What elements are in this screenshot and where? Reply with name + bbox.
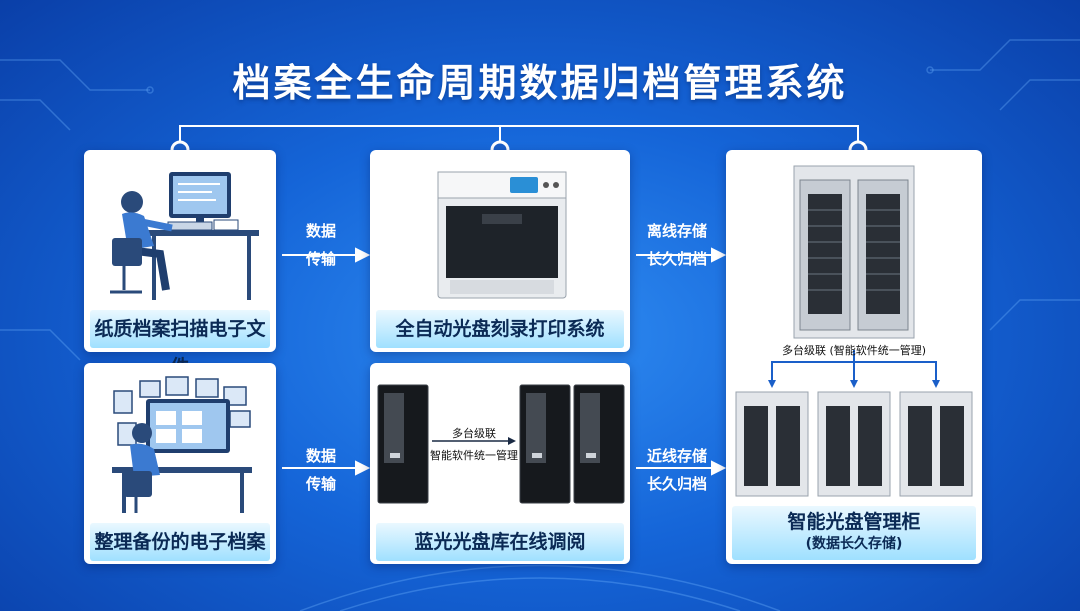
flow-text: 数据 <box>305 447 336 465</box>
flow-text: 近线存储 <box>646 447 707 465</box>
flow-text: 离线存储 <box>646 222 707 240</box>
cabinet-subtitle: (数据长久存储) <box>805 536 903 552</box>
unified-management-label: 智能软件统一管理 <box>430 449 518 462</box>
panel-caption: 纸质档案扫描电子文件 <box>90 310 270 378</box>
flow-label-data2: 数据 传输 <box>288 443 354 497</box>
office-worker-illustration <box>110 172 259 300</box>
panel-bluray: 多台级联 智能软件统一管理 蓝光光盘库在线调阅 <box>370 363 630 564</box>
disc-burner-printer-icon <box>437 171 567 299</box>
panel-caption: 蓝光光盘库在线调阅 <box>376 523 624 561</box>
flow-text: 长久归档 <box>646 250 707 268</box>
file-organizer-illustration <box>112 376 252 513</box>
panel-caption: 全自动光盘刻录打印系统 <box>376 310 624 348</box>
cascade-management-label: 多台级联 (智能软件统一管理) <box>781 344 927 357</box>
panel-backup: 整理备份的电子档案 <box>84 363 276 564</box>
panel-caption: 智能光盘管理柜 (数据长久存储) <box>732 506 976 560</box>
flow-label-nearline: 近线存储 长久归档 <box>632 443 722 497</box>
flow-text: 传输 <box>305 475 336 493</box>
panel-scan: 纸质档案扫描电子文件 <box>84 150 276 378</box>
smart-cabinet-illustration <box>735 165 973 497</box>
flow-label-data1: 数据 传输 <box>288 218 354 272</box>
bluray-library-icon <box>377 384 625 504</box>
panel-cabinet: 多台级联 (智能软件统一管理) 智能光盘管理柜 (数据长久存储) <box>726 150 982 564</box>
flow-text: 长久归档 <box>646 475 707 493</box>
panel-burner: 全自动光盘刻录打印系统 <box>370 150 630 352</box>
flow-label-offline: 离线存储 长久归档 <box>632 218 722 272</box>
top-bus-line <box>179 125 859 150</box>
panel-caption: 整理备份的电子档案 <box>90 523 270 561</box>
flow-text: 数据 <box>305 222 336 240</box>
page-title: 档案全生命周期数据归档管理系统 <box>232 61 848 105</box>
flow-text: 传输 <box>305 250 336 268</box>
cascade-label: 多台级联 <box>452 427 496 440</box>
cabinet-title: 智能光盘管理柜 <box>787 511 921 533</box>
